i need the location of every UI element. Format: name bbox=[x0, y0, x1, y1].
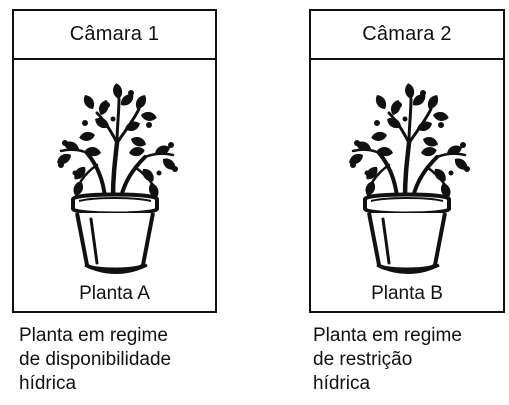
caption-chamber-2: Planta em regime de restrição hídrica bbox=[313, 325, 462, 394]
plant-b-label: Planta B bbox=[371, 283, 443, 304]
chamber-1-plant bbox=[14, 69, 215, 279]
chamber-2-plant bbox=[311, 69, 503, 279]
chamber-2-box: Câmara 2 Planta B bbox=[309, 9, 505, 313]
chamber-1-title: Câmara 1 bbox=[14, 11, 215, 60]
plant-a-label: Planta A bbox=[79, 283, 150, 304]
potted-plant-icon bbox=[35, 69, 195, 279]
potted-plant-icon bbox=[327, 69, 487, 279]
chamber-2-title: Câmara 2 bbox=[311, 11, 503, 60]
caption-chamber-1: Planta em regime de disponibilidade hídr… bbox=[19, 325, 172, 394]
chamber-1-box: Câmara 1 Planta A bbox=[12, 9, 217, 313]
